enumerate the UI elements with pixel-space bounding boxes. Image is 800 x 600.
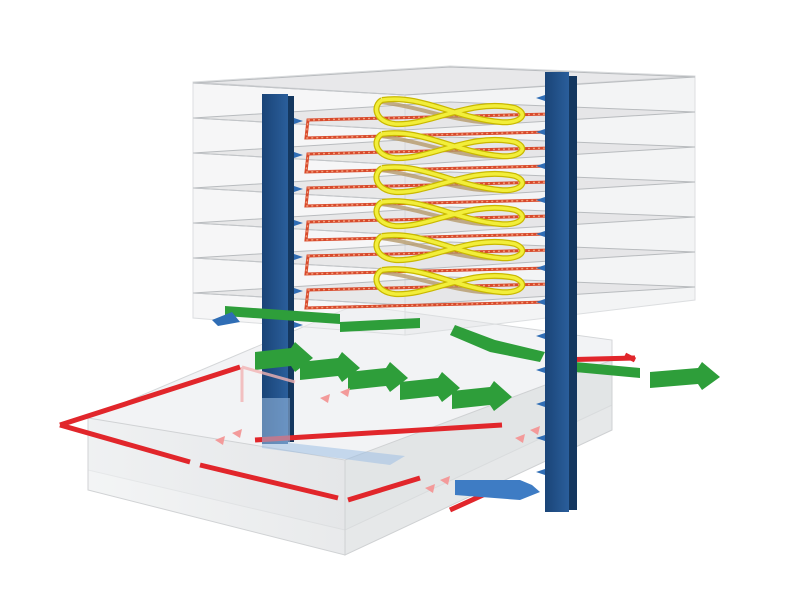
right-shaft-side [569, 76, 577, 510]
spiral-ramp-4 [373, 198, 526, 230]
pink-marker-5 [425, 484, 435, 493]
pink-marker-6 [440, 476, 450, 485]
red-line-left-lower [59, 422, 191, 465]
pink-marker-3 [320, 394, 330, 403]
pink-marker-1 [215, 436, 225, 445]
faint-red-lines [240, 365, 296, 402]
down-arrow-icon [294, 322, 303, 328]
down-arrow-icon [294, 254, 303, 260]
red-line-front-2 [347, 475, 421, 503]
down-arrow-icon [536, 333, 545, 339]
red-line-front-1 [199, 462, 339, 501]
blue-entry-arrow [455, 480, 540, 500]
down-arrow-icon [536, 367, 545, 373]
left-shaft-body [262, 94, 288, 444]
green-flow-band-4 [575, 362, 640, 378]
down-arrow-icon [536, 265, 545, 271]
down-arrow-icon [536, 401, 545, 407]
right-vertical-shaft [536, 72, 577, 512]
down-arrow-icon [536, 129, 545, 135]
red-perimeter-lines [59, 352, 637, 513]
right-shaft-arrows [536, 95, 545, 475]
green-flow-arrow-6 [650, 362, 720, 390]
red-line-right-2 [623, 352, 637, 363]
green-flow-arrow-5 [452, 381, 512, 411]
green-flow-arrow-3 [348, 362, 408, 392]
blue-pointer [212, 312, 240, 326]
spiral-ramps [373, 96, 526, 298]
pink-marker-8 [530, 426, 540, 435]
down-arrow-icon [536, 95, 545, 101]
green-flow-arrow-1 [255, 342, 313, 372]
pink-marker-4 [340, 388, 350, 397]
left-vertical-shaft [262, 94, 303, 444]
down-arrow-icon [536, 197, 545, 203]
red-line-left-upper [59, 364, 241, 428]
down-arrow-icon [536, 231, 545, 237]
faint-red-line-1 [241, 365, 296, 384]
down-arrow-icon [536, 469, 545, 475]
spiral-ramp-1 [373, 96, 526, 128]
green-flow-band-3 [450, 325, 545, 362]
ground-route [262, 398, 540, 500]
down-arrow-icon [294, 118, 303, 124]
spiral-ramp-6 [373, 266, 526, 298]
spiral-ramp-3 [373, 164, 526, 196]
pink-marker-7 [515, 434, 525, 443]
down-arrow-icon [536, 435, 545, 441]
down-arrow-icon [294, 220, 303, 226]
spiral-ramp-2 [373, 130, 526, 162]
down-arrow-icon [294, 186, 303, 192]
floor-slab-1 [192, 66, 696, 96]
right-shaft-body [545, 72, 569, 512]
down-arrow-icon [536, 163, 545, 169]
green-flow-arrows [212, 306, 720, 411]
green-flow-band-1 [225, 306, 340, 324]
green-flow-arrow-2 [300, 352, 360, 382]
spiral-ramp-5 [373, 232, 526, 264]
green-flow-band-2 [340, 318, 420, 332]
down-arrow-icon [294, 152, 303, 158]
left-shaft-side [288, 96, 294, 442]
red-line-inner-1 [254, 422, 503, 443]
green-flow-arrow-4 [400, 372, 460, 402]
down-arrow-icon [294, 288, 303, 294]
pink-marker-2 [232, 429, 242, 438]
down-arrow-icon [536, 299, 545, 305]
ground-route-band [262, 398, 405, 465]
